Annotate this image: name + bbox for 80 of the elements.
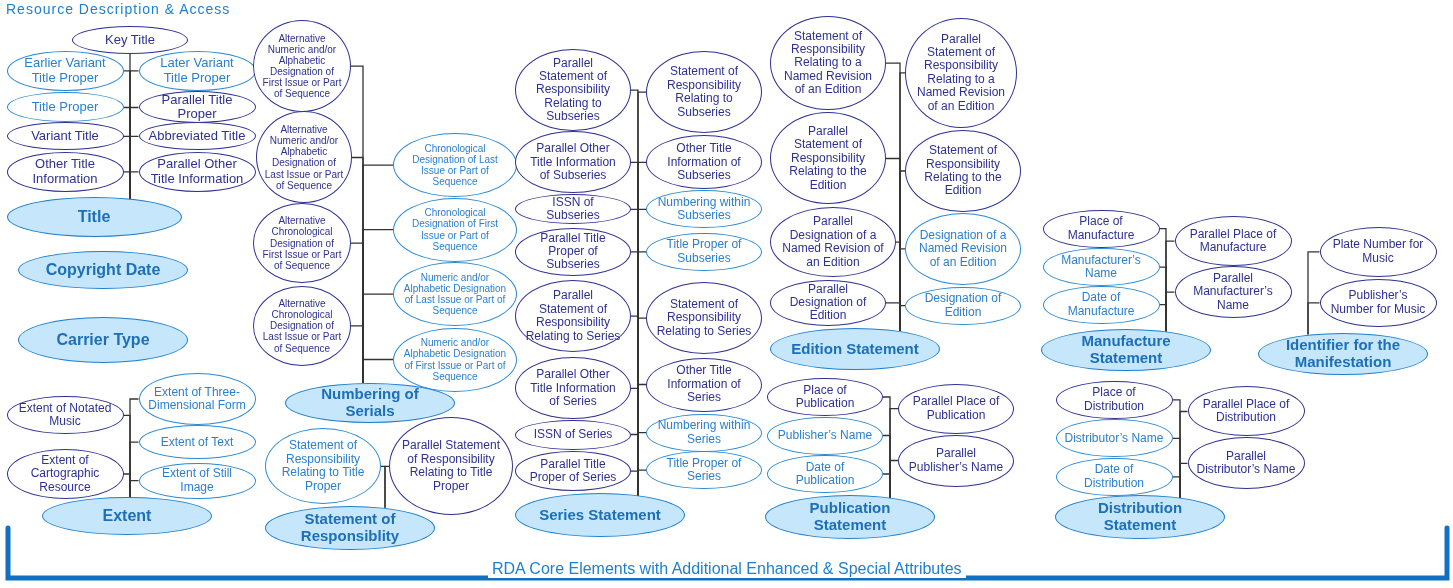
attribute-ellipse: Parallel Other Title Information of Subseries: [515, 131, 631, 194]
attribute-ellipse: Parallel Title Proper: [138, 91, 256, 124]
connector-line: [362, 358, 394, 384]
attribute-ellipse: Date of Distribution: [1055, 457, 1173, 496]
attribute-ellipse: Place of Publication: [767, 378, 883, 416]
attribute-ellipse: Extent of Notated Music: [6, 396, 124, 435]
element-ellipse: Edition Statement: [770, 327, 940, 370]
attribute-ellipse: Parallel Manufacturer’s Name: [1174, 266, 1292, 319]
attribute-ellipse: Parallel Designation of Edition: [770, 279, 886, 326]
connector-line: [1158, 304, 1167, 333]
attribute-ellipse: Alternative Numeric and/or Alphabetic Designation of First Issue or Part of Sequence: [253, 20, 351, 113]
element-ellipse: Extent: [42, 497, 212, 536]
attribute-ellipse: Place of Manufacture: [1042, 209, 1160, 248]
attribute-ellipse: Date of Publication: [767, 455, 883, 493]
element-ellipse: Publication Statement: [765, 495, 935, 540]
element-ellipse: Manufacture Statement: [1041, 328, 1211, 371]
attribute-ellipse: Parallel Other Title Information of Series: [515, 357, 631, 420]
attribute-ellipse: Statement of Responsibility Relating to Series: [646, 282, 762, 355]
element-ellipse: Series Statement: [515, 493, 685, 538]
attribute-ellipse: Parallel Statement of Responsibility Relating to a Named Revision of an Edition: [905, 17, 1017, 128]
attribute-ellipse: Parallel Publisher’s Name: [898, 434, 1014, 487]
attribute-ellipse: Title Proper of Subseries: [646, 232, 762, 271]
attribute-ellipse: Variant Title: [6, 122, 124, 151]
element-ellipse: Numbering of Serials: [285, 382, 455, 423]
attribute-ellipse: Extent of Three-Dimensional Form: [138, 372, 256, 425]
attribute-ellipse: Abbreviated Title: [138, 122, 256, 151]
connector-line: [129, 480, 140, 498]
attribute-ellipse: Other Title Information of Subseries: [646, 135, 762, 190]
attribute-ellipse: Parallel Place of Publication: [898, 383, 1014, 434]
attribute-ellipse: Date of Manufacture: [1042, 285, 1160, 324]
attribute-ellipse: Statement of Responsibility Relating to the Edition: [905, 129, 1021, 212]
attribute-ellipse: Other Title Information of Series: [646, 357, 762, 412]
attribute-ellipse: Title Proper: [6, 92, 124, 123]
attribute-ellipse: ISSN of Subseries: [515, 194, 631, 225]
attribute-ellipse: Publisher’s Number for Music: [1319, 278, 1437, 327]
attribute-ellipse: Numeric and/or Alphabetic Designation of Last Issue or Part of Sequence: [393, 262, 517, 327]
attribute-ellipse: Plate Number for Music: [1319, 226, 1437, 277]
attribute-ellipse: Numbering within Subseries: [646, 190, 762, 229]
diagram-title: Resource Description & Access: [6, 1, 231, 17]
attribute-ellipse: Extent of Text: [138, 425, 256, 460]
attribute-ellipse: Parallel Statement of Responsibility Relating to the Edition: [770, 112, 886, 205]
attribute-ellipse: Other Title Information: [6, 151, 124, 192]
element-ellipse: Identifier for the Manifestation: [1258, 332, 1428, 375]
attribute-ellipse: Parallel Statement of Responsibility Relating to Series: [515, 280, 631, 353]
attribute-ellipse: ISSN of Series: [515, 419, 631, 450]
attribute-ellipse: Designation of Edition: [905, 286, 1021, 325]
attribute-ellipse: Numbering within Series: [646, 413, 762, 452]
attribute-ellipse: Parallel Statement of Responsibility Relating to Subseries: [515, 49, 631, 132]
attribute-ellipse: Place of Distribution: [1055, 380, 1173, 419]
attribute-ellipse: Parallel Place of Distribution: [1187, 386, 1305, 437]
attribute-ellipse: Parallel Title Proper of Series: [515, 451, 631, 492]
attribute-ellipse: Parallel Other Title Information: [138, 151, 256, 192]
attribute-ellipse: Extent of Still Image: [138, 462, 256, 499]
attribute-ellipse: Chronological Designation of Last Issue or Part of Sequence: [393, 133, 517, 198]
attribute-ellipse: Publisher’s Name: [767, 416, 883, 455]
attribute-ellipse: Extent of Cartographic Resource: [6, 449, 124, 499]
attribute-ellipse: Parallel Place of Manufacture: [1174, 216, 1292, 267]
attribute-ellipse: Parallel Designation of a Named Revision of an Edition: [770, 207, 896, 278]
element-ellipse: Statement of Responsiblity: [265, 505, 435, 550]
attribute-ellipse: Designation of a Named Revision of an Edition: [905, 212, 1021, 285]
attribute-ellipse: Manufacturer’s Name: [1042, 248, 1160, 287]
element-ellipse: Copyright Date: [18, 251, 188, 290]
attribute-ellipse: Statement of Responsibility Relating to Title Proper: [265, 428, 381, 505]
bracket-label: RDA Core Elements with Additional Enhanced & Special Attributes: [488, 560, 966, 578]
attribute-ellipse: Statement of Responsibility Relating to Subseries: [646, 51, 762, 134]
attribute-ellipse: Parallel Title Proper of Subseries: [515, 227, 631, 276]
element-ellipse: Title: [6, 197, 182, 238]
attribute-ellipse: Later Variant Title Proper: [138, 50, 256, 91]
attribute-ellipse: Parallel Distributor’s Name: [1187, 437, 1305, 490]
element-ellipse: Carrier Type: [18, 317, 188, 364]
attribute-ellipse: Key Title: [72, 26, 188, 55]
attribute-ellipse: Statement of Responsibility Relating to a Named Revision of an Edition: [770, 16, 886, 111]
attribute-ellipse: Title Proper of Series: [646, 451, 762, 490]
element-ellipse: Distribution Statement: [1055, 495, 1225, 540]
attribute-ellipse: Chronological Designation of First Issue or Part of Sequence: [393, 197, 517, 262]
attribute-ellipse: Earlier Variant Title Proper: [6, 50, 124, 91]
attribute-ellipse: Distributor’s Name: [1055, 419, 1173, 458]
attribute-ellipse: Alternative Chronological Designation of Last Issue or Part of Sequence: [253, 285, 351, 366]
attribute-ellipse: Alternative Chronological Designation of First Issue or Part of Sequence: [253, 203, 351, 284]
attribute-ellipse: Alternative Numeric and/or Alphabetic Designation of Last Issue or Part of Sequence: [256, 111, 352, 204]
